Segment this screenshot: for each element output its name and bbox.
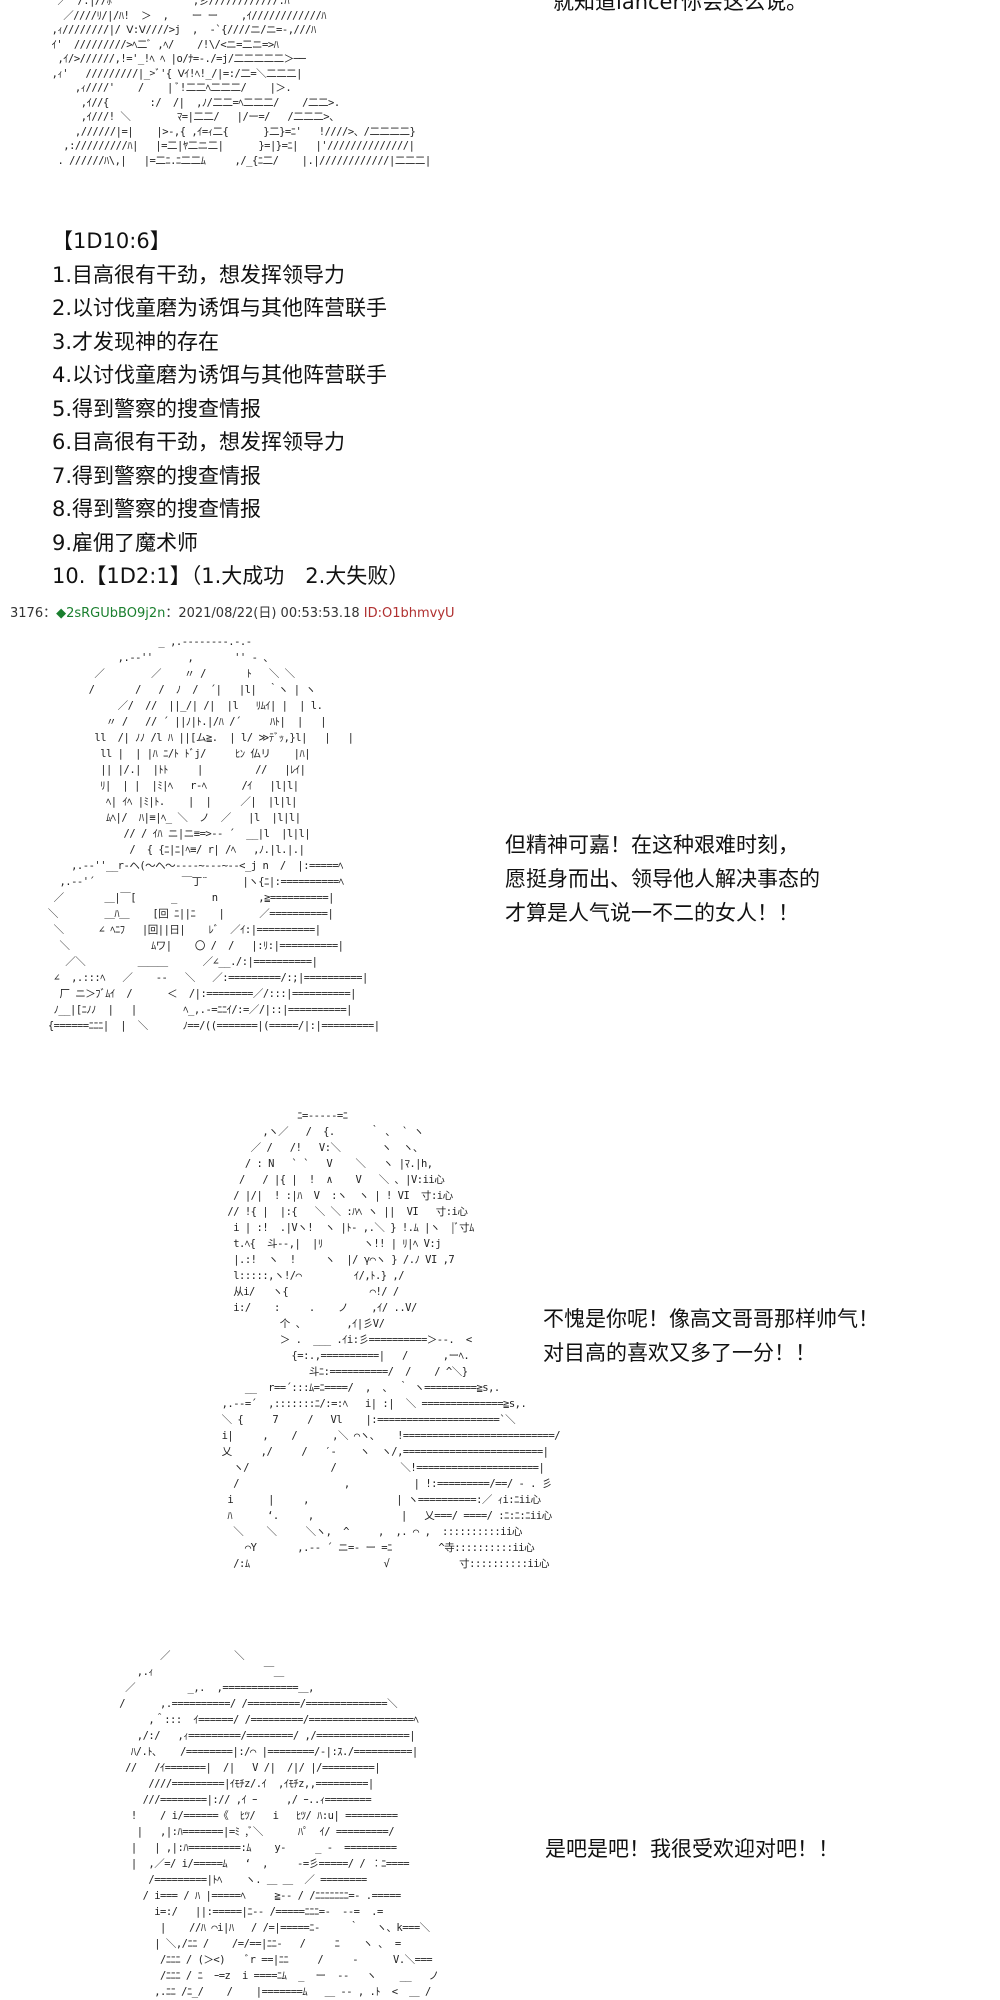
choice-item: 10.【1D2:1】（1.大成功 2.大失败） <box>52 564 410 588</box>
post-date: ：2021/08/22(日) 00:53:53.18 <box>165 606 360 621</box>
choice-item: 6.目高很有干劲，想发挥领导力 <box>52 430 346 454</box>
dialogue-line: 愿挺身而出、领导他人解决事态的 <box>505 867 820 891</box>
ascii-art-top: ／￣/.|//ﾎ ,彡////////////.ﾊ ／////ﾘ/|/ﾊ! ＞ … <box>51 0 432 167</box>
dialogue-panel-2: 不愧是你呢！像高文哥哥那样帅气！ 对目高的喜欢又多了一分！！ <box>543 1302 879 1370</box>
choice-item: 1.目高很有干劲，想发挥领导力 <box>52 262 346 287</box>
ascii-art-panel-3: ／ ＼ ,.ｨ ￣＿ ／ _,. ,=============＿, / ,.==… <box>119 1650 439 1998</box>
choice-item: 5.得到警察的搜查情报 <box>52 396 262 421</box>
top-caption: 就知道lancer你会这么说。 <box>553 0 808 14</box>
choice-item: 4.以讨伐童磨为诱饵与其他阵营联手 <box>52 363 388 387</box>
choice-item: 2.以讨伐童磨为诱饵与其他阵营联手 <box>52 296 388 320</box>
ascii-art-panel-1: _ ,.-‐‐‐‐‐‐‐.-.- ,.-‐'' , '' ‐ 、 ／ ／ 〃 /… <box>47 636 380 1032</box>
roll-header: 【1D10:6】 <box>52 229 171 253</box>
dialogue-line: 是吧是吧！我很受欢迎对吧！！ <box>545 1837 839 1861</box>
dialogue-line: 但精神可嘉！在这种艰难时刻， <box>505 833 799 857</box>
post-id[interactable]: ID:O1bhmvyU <box>363 606 455 621</box>
dialogue-panel-3: 是吧是吧！我很受欢迎对吧！！ <box>545 1832 839 1866</box>
dialogue-line: 才算是人气说一不二的女人！！ <box>505 901 799 925</box>
ascii-art-panel-2: ﾆ=-‐-‐-=ﾆ ,ヽ／ / {. ｀ ､ ` ヽ ／ / /! V:＼ ヽ … <box>221 1110 561 1570</box>
dialogue-line: 不愧是你呢！像高文哥哥那样帅气！ <box>543 1307 879 1331</box>
post-header: 3176：◆2sRGUbBO9j2n：2021/08/22(日) 00:53:5… <box>10 602 455 621</box>
choice-item: 7.得到警察的搜查情报 <box>52 463 262 488</box>
post-trip: ◆2sRGUbBO9j2n <box>56 606 166 621</box>
post-number: 3176 <box>10 606 44 621</box>
choice-item: 3.才发现神的存在 <box>52 329 220 354</box>
dialogue-line: 对目高的喜欢又多了一分！！ <box>543 1341 816 1365</box>
post-separator: ： <box>43 606 57 621</box>
roll-results: 【1D10:6】 1.目高很有干劲，想发挥领导力 2.以讨伐童磨为诱饵与其他阵营… <box>52 225 409 594</box>
choice-item: 9.雇佣了魔术师 <box>52 530 199 555</box>
dialogue-panel-1: 但精神可嘉！在这种艰难时刻， 愿挺身而出、领导他人解决事态的 才算是人气说一不二… <box>505 828 820 930</box>
choice-item: 8.得到警察的搜查情报 <box>52 497 262 521</box>
